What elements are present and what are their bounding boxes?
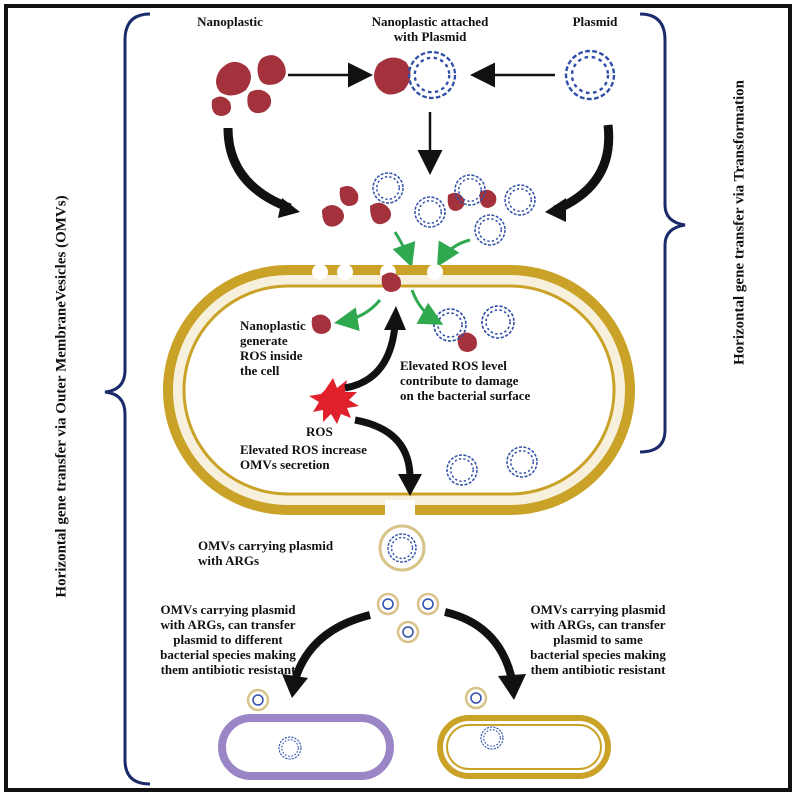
label-plasmid: Plasmid [572,14,618,29]
label-transfer-same: OMVs carrying plasmid with ARGs, can tra… [530,602,666,677]
right-brace [639,12,686,454]
yellow-bacterium [437,715,611,779]
plasmid-top [564,49,616,101]
side-label-transformation: Horizontal gene transfer via Transformat… [731,80,748,365]
label-transfer-different: OMVs carrying plasmid with ARGs, can tra… [160,602,296,677]
label-ros: ROS [306,424,333,439]
small-omvs [246,592,488,712]
curve-arrow-left [223,127,292,213]
label-omv-carrying: OMVs carrying plasmid with ARGs [198,538,334,568]
ros-burst [309,378,359,424]
side-label-omv: Horizontal gene transfer via Outer Membr… [53,195,70,598]
inside-nanoplastic [311,314,331,334]
entering-nanoplastic [381,272,401,292]
label-omv-secretion: Elevated ROS increase OMVs secretion [240,442,367,472]
label-attached: Nanoplastic attached with Plasmid [371,14,489,44]
left-brace [104,12,151,786]
cluster-particles [322,172,536,246]
label-ros-generate: Nanoplastic generate ROS inside the cell [240,318,306,378]
omv-vesicle [378,524,426,572]
label-nanoplastic: Nanoplastic [197,14,263,29]
purple-bacterium [218,714,394,780]
nanoplastic-particles [211,55,286,116]
curve-arrow-right [553,124,614,215]
label-ros-damage: Elevated ROS level contribute to damage … [400,358,531,403]
attached-complex [374,50,457,100]
